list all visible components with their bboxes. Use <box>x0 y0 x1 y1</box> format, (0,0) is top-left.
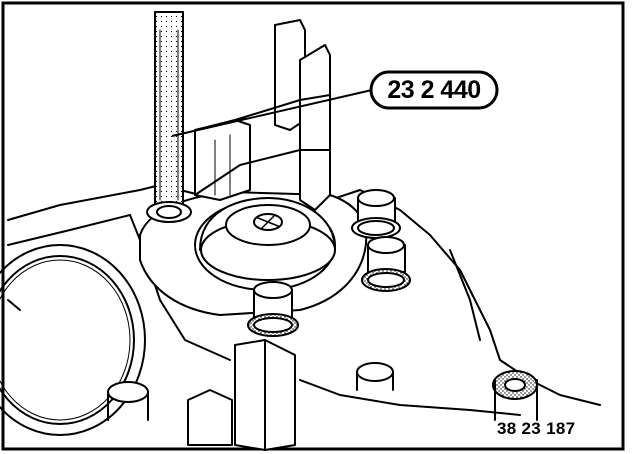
output-flange <box>139 191 368 316</box>
tool-shaft <box>146 11 192 223</box>
callout-leader <box>171 89 373 137</box>
lower-bosses <box>107 339 538 451</box>
callout-box <box>369 70 499 110</box>
bearing-bore <box>0 244 146 436</box>
bolt-middle-right <box>361 236 411 292</box>
bolt-center <box>247 281 299 337</box>
holding-fixture <box>194 19 331 211</box>
bolt-upper-right <box>351 189 401 239</box>
figure-code: 38 23 187 <box>497 419 576 438</box>
